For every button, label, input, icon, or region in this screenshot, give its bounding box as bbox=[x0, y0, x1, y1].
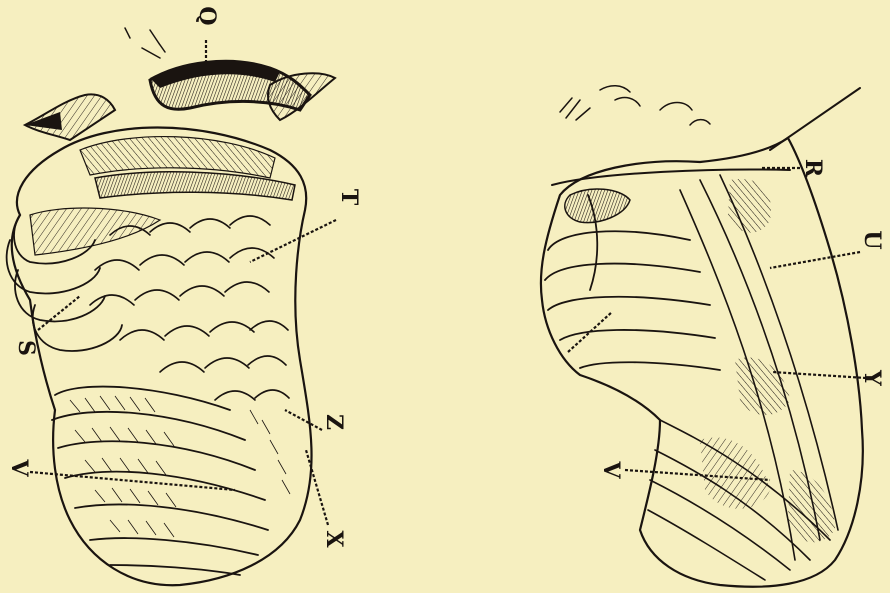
leader-u bbox=[770, 252, 860, 268]
right-wing-top-tufts bbox=[560, 86, 710, 125]
right-wing-shaded-patch-mid bbox=[735, 357, 790, 415]
left-wing-right-flick bbox=[268, 73, 335, 120]
right-wing-shaded-patch-lower bbox=[700, 437, 770, 508]
label-s: S bbox=[13, 340, 39, 356]
leader-z bbox=[285, 410, 322, 430]
label-z: Z bbox=[321, 414, 347, 430]
label-u: U bbox=[859, 230, 885, 249]
label-r: R bbox=[800, 159, 826, 178]
left-wing-illustration bbox=[7, 61, 335, 585]
label-t: T bbox=[336, 189, 362, 206]
leader-t bbox=[250, 220, 336, 262]
label-v-right: V bbox=[598, 460, 624, 479]
label-v-left: V bbox=[6, 458, 32, 477]
label-q: Q bbox=[194, 6, 220, 25]
leader-y bbox=[772, 372, 866, 378]
right-wing-shaded-patch-tip bbox=[788, 470, 835, 542]
left-wing-mid-shading bbox=[30, 208, 160, 255]
right-wing-shaded-patch-upper bbox=[728, 179, 771, 233]
right-wing-alula bbox=[565, 189, 630, 223]
left-wing-top-ticks bbox=[125, 28, 165, 58]
left-wing-flight-feathers bbox=[52, 387, 268, 575]
leader-s bbox=[38, 296, 80, 330]
label-y: Y bbox=[859, 369, 885, 386]
left-wing-feather-hatching bbox=[70, 396, 290, 537]
left-wing-covert-scallops bbox=[90, 216, 289, 400]
leader-v-left bbox=[30, 472, 235, 490]
label-x: X bbox=[321, 530, 347, 548]
